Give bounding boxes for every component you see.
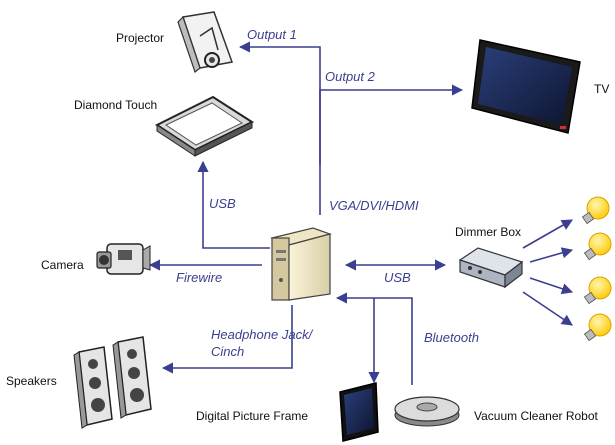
light-bulb-icon	[583, 313, 612, 342]
wire-bulb2	[529, 247, 574, 263]
camera-icon	[96, 243, 151, 275]
touch-table-icon	[155, 95, 255, 157]
light-bulb-icon	[581, 196, 610, 225]
label-output2: Output 2	[325, 69, 376, 84]
light-bulb-icon	[583, 232, 612, 261]
label-usb-touch: USB	[209, 196, 236, 211]
label-cinch: Cinch	[211, 344, 244, 359]
wire-headphone	[161, 305, 293, 374]
wire-bulb4	[522, 291, 573, 326]
light-bulb-icon	[583, 276, 612, 305]
wire-output1	[238, 41, 321, 215]
wire-output2	[319, 84, 464, 165]
tv-icon	[471, 39, 581, 134]
label-vacuum-cleaner-robot: Vacuum Cleaner Robot	[474, 409, 599, 423]
label-vga-dvi-hdmi: VGA/DVI/HDMI	[329, 198, 419, 213]
projector-icon	[177, 11, 234, 74]
wire-bulb3	[529, 277, 574, 295]
wire-usb-touch	[197, 160, 270, 249]
label-firewire: Firewire	[176, 270, 222, 285]
label-bluetooth: Bluetooth	[424, 330, 479, 345]
wire-bluetooth	[335, 292, 413, 385]
label-digital-picture-frame: Digital Picture Frame	[196, 409, 308, 423]
label-camera: Camera	[41, 258, 84, 272]
dimmer-box-icon	[458, 247, 524, 289]
wire-bulb1	[522, 219, 573, 249]
label-headphone-jack: Headphone Jack/	[211, 327, 314, 342]
speaker-icon	[73, 346, 113, 429]
label-dimmer-box: Dimmer Box	[455, 225, 521, 239]
speaker-icon	[112, 336, 152, 419]
label-usb-dimmer: USB	[384, 270, 411, 285]
label-speakers: Speakers	[6, 374, 57, 388]
label-output1: Output 1	[247, 27, 297, 42]
label-tv: TV	[594, 82, 609, 96]
pc-tower-icon	[270, 227, 333, 301]
picture-frame-icon	[339, 382, 379, 442]
label-projector: Projector	[116, 31, 164, 45]
label-diamond-touch: Diamond Touch	[74, 98, 157, 112]
vacuum-robot-icon	[394, 396, 460, 427]
